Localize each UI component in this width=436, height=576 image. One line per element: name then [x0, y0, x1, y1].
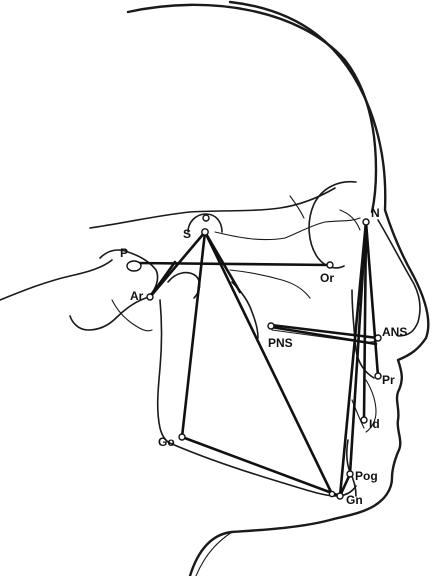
label-Go: Go: [158, 435, 175, 449]
line-PNS-ANS: [269, 323, 380, 340]
ramus-outline: [156, 299, 173, 445]
nasal-outline: [377, 219, 421, 337]
label-Pog: Pog: [355, 469, 378, 483]
landmark-point-Pog: [346, 470, 354, 478]
line-Pog-Gn: [338, 472, 352, 498]
label-ANS: ANS: [382, 325, 407, 339]
landmark-point-S: [201, 228, 209, 236]
line-N-Pog: [348, 220, 368, 476]
line-S-Gn: [203, 230, 334, 496]
landmark-point-Gn: [336, 492, 344, 500]
landmark-point-N: [362, 218, 370, 226]
landmark-points: [126, 214, 382, 500]
landmark-point-PNS: [267, 322, 275, 330]
ear-region: [69, 249, 159, 331]
soft-tissue-profile: [188, 0, 430, 576]
occipital-outline: [0, 259, 113, 301]
lower-incisor-outline: [351, 399, 365, 429]
label-P: P: [120, 246, 128, 260]
line-N-Id: [362, 220, 368, 422]
skull-base-outline: [89, 187, 336, 229]
line-P-Or: [132, 261, 332, 267]
label-Gn: Gn: [346, 493, 363, 507]
landmark-point-Go: [178, 433, 186, 441]
suture-line: [289, 195, 305, 219]
label-N: N: [371, 206, 380, 220]
landmark-point-Pr: [374, 372, 382, 380]
zygomatic-outline: [229, 269, 311, 299]
line-S-Mandible: [203, 230, 242, 294]
neck-outline: [195, 531, 233, 576]
landmark-point-Or: [326, 261, 334, 269]
maxilla-outline: [351, 289, 375, 379]
label-PNS: PNS: [268, 336, 293, 350]
cranial-vault: [126, 3, 378, 214]
line-N-Pr: [364, 220, 380, 378]
landmark-point-ANS: [374, 334, 382, 342]
label-Ar: Ar: [130, 289, 144, 303]
label-Or: Or: [320, 271, 334, 285]
line-N-Gn: [338, 220, 368, 498]
reference-lines: [132, 220, 380, 498]
line-Ar-S2: [148, 260, 177, 299]
condyle-outline: [167, 271, 201, 299]
label-Pr: Pr: [382, 373, 395, 387]
landmark-point-S-upper: [202, 214, 210, 222]
label-Id: Id: [369, 417, 380, 431]
anterior-cranial-base: [214, 217, 361, 241]
sella-outline: [187, 213, 223, 233]
mandible-outline: [171, 443, 357, 497]
label-S: S: [183, 227, 191, 241]
landmark-labels: S N P Or Ar PNS ANS Pr Id Go Pog Gn: [120, 206, 407, 507]
line-S-Go: [180, 230, 207, 439]
landmark-point-Gn-2: [328, 490, 336, 498]
landmark-point-Ar: [146, 293, 154, 301]
landmark-point-Id: [360, 416, 368, 424]
incisor-outline: [365, 379, 377, 433]
mastoid-outline: [111, 299, 153, 332]
coronoid-outline: [231, 281, 259, 339]
line-Go-Gn: [180, 435, 342, 498]
orbit-inner: [339, 209, 361, 231]
landmark-point-P: [126, 260, 142, 272]
